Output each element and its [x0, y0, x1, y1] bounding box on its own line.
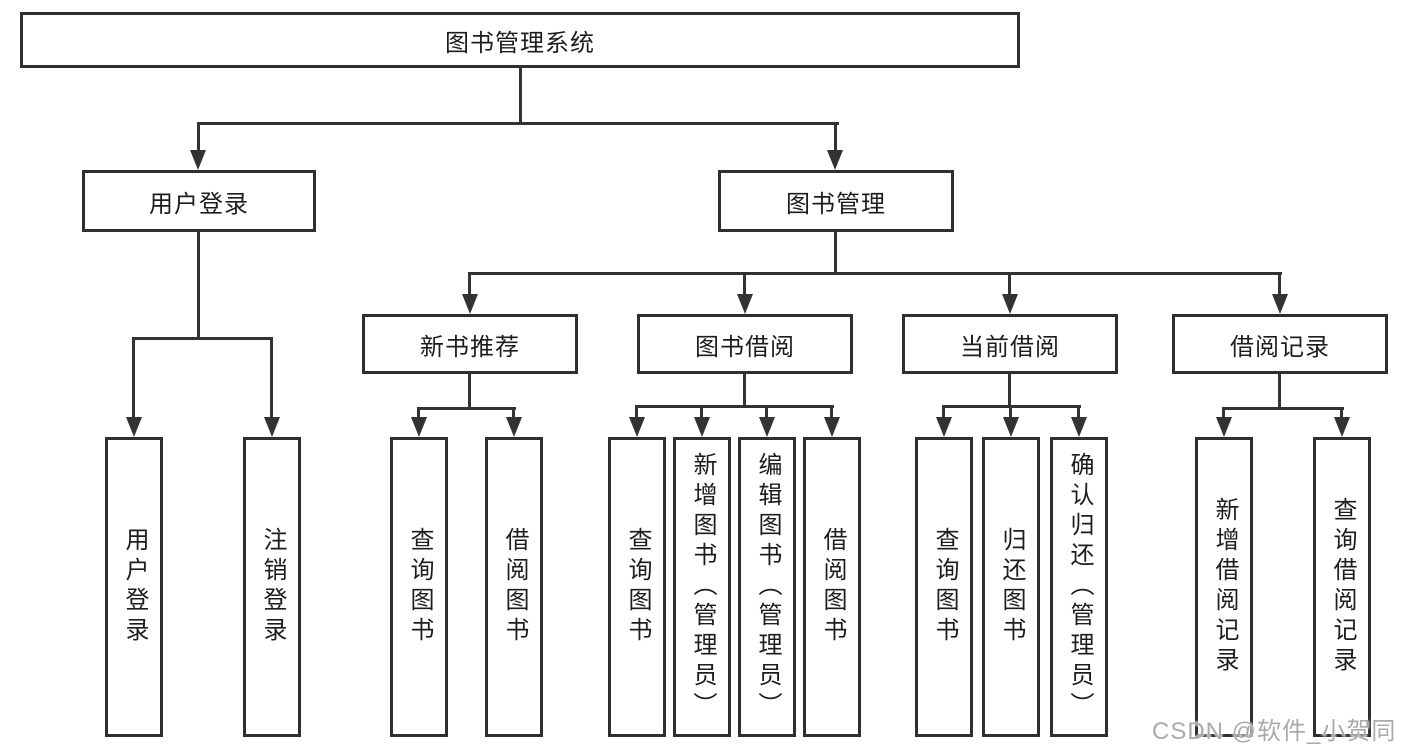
node-label: 用户登录 — [149, 190, 249, 218]
arrow-down-icon — [1216, 417, 1232, 437]
leaf-query-books-current: 查询图书 — [915, 437, 973, 737]
connector-line — [942, 405, 945, 421]
arrow-down-icon — [1003, 417, 1019, 437]
connector-line — [1222, 407, 1225, 421]
connector-line — [834, 122, 837, 154]
arrow-down-icon — [824, 417, 840, 437]
watermark: CSDN @软件_小贺同学 — [1152, 718, 1397, 745]
node-label: 新书推荐 — [420, 333, 520, 361]
connector-line — [1008, 374, 1011, 405]
node-book-borrowing: 图书借阅 — [637, 314, 853, 374]
node-book-management: 图书管理 — [718, 170, 954, 232]
connector-line — [1009, 405, 1012, 421]
node-label: 图书管理系统 — [445, 29, 595, 57]
node-label: 借阅记录 — [1230, 333, 1330, 361]
leaf-borrow-books-recommend: 借阅图书 — [485, 437, 543, 737]
node-label: 查询图书 — [406, 527, 433, 647]
leaf-user-login: 用户登录 — [105, 437, 163, 737]
leaf-query-books-borrow: 查询图书 — [608, 437, 666, 737]
arrow-down-icon — [1002, 294, 1018, 314]
arrow-down-icon — [411, 417, 427, 437]
connector-line — [1278, 374, 1281, 407]
connector-line — [635, 405, 638, 421]
arrow-down-icon — [190, 150, 206, 170]
arrow-down-icon — [506, 417, 522, 437]
arrow-down-icon — [629, 417, 645, 437]
connector-line — [197, 122, 200, 154]
connector-line — [197, 232, 200, 337]
connector-line — [468, 272, 1282, 275]
connector-line — [417, 407, 516, 410]
arrow-down-icon — [462, 294, 478, 314]
connector-line — [743, 374, 746, 405]
leaf-query-borrow-record: 查询借阅记录 — [1313, 437, 1371, 737]
arrow-down-icon — [827, 150, 843, 170]
arrow-down-icon — [694, 417, 710, 437]
arrow-down-icon — [1071, 417, 1087, 437]
arrow-down-icon — [1272, 294, 1288, 314]
leaf-logout: 注销登录 — [243, 437, 301, 737]
connector-line — [512, 407, 515, 421]
arrow-down-icon — [936, 417, 952, 437]
connector-line — [1008, 272, 1011, 296]
connector-line — [519, 68, 522, 122]
connector-line — [132, 337, 135, 419]
arrow-down-icon — [759, 417, 775, 437]
connector-line — [468, 374, 471, 407]
leaf-edit-books-admin: 编辑图书（管理员） — [738, 437, 796, 737]
connector-line — [1278, 272, 1281, 296]
node-label: 查询图书 — [624, 527, 651, 647]
node-label: 借阅图书 — [819, 527, 846, 647]
node-borrowing-records: 借阅记录 — [1172, 314, 1388, 374]
node-label: 查询图书 — [931, 527, 958, 647]
connector-line — [1222, 407, 1344, 410]
node-label: 编辑图书（管理员） — [754, 452, 781, 722]
connector-line — [830, 405, 833, 421]
connector-line — [700, 405, 703, 421]
leaf-borrow-books: 借阅图书 — [803, 437, 861, 737]
node-label: 新增图书（管理员） — [689, 452, 716, 722]
node-label: 用户登录 — [121, 527, 148, 647]
leaf-return-books: 归还图书 — [982, 437, 1040, 737]
node-label: 新增借阅记录 — [1211, 497, 1238, 677]
node-label: 当前借阅 — [960, 333, 1060, 361]
connector-line — [1340, 407, 1343, 421]
arrow-down-icon — [1334, 417, 1350, 437]
node-label: 确认归还（管理员） — [1066, 452, 1093, 722]
leaf-add-books-admin: 新增图书（管理员） — [673, 437, 731, 737]
node-label: 查询借阅记录 — [1329, 497, 1356, 677]
leaf-query-books-recommend: 查询图书 — [390, 437, 448, 737]
connector-line — [468, 272, 471, 296]
connector-line — [270, 337, 273, 419]
node-new-book-recommend: 新书推荐 — [362, 314, 578, 374]
connector-line — [1077, 405, 1080, 421]
connector-line — [417, 407, 420, 421]
node-label: 图书借阅 — [695, 333, 795, 361]
node-label: 借阅图书 — [501, 527, 528, 647]
node-current-borrowing: 当前借阅 — [902, 314, 1118, 374]
connector-line — [834, 232, 837, 272]
leaf-confirm-return-admin: 确认归还（管理员） — [1050, 437, 1108, 737]
arrow-down-icon — [126, 417, 142, 437]
node-user-login: 用户登录 — [82, 170, 316, 232]
leaf-add-borrow-record: 新增借阅记录 — [1195, 437, 1253, 737]
node-label: 归还图书 — [998, 527, 1025, 647]
connector-line — [132, 337, 273, 340]
arrow-down-icon — [737, 294, 753, 314]
node-label: 注销登录 — [259, 527, 286, 647]
connector-line — [765, 405, 768, 421]
connector-line — [197, 122, 839, 125]
connector-line — [635, 405, 834, 408]
arrow-down-icon — [264, 417, 280, 437]
node-library-management-system: 图书管理系统 — [20, 12, 1020, 68]
connector-line — [743, 272, 746, 296]
node-label: 图书管理 — [786, 190, 886, 218]
